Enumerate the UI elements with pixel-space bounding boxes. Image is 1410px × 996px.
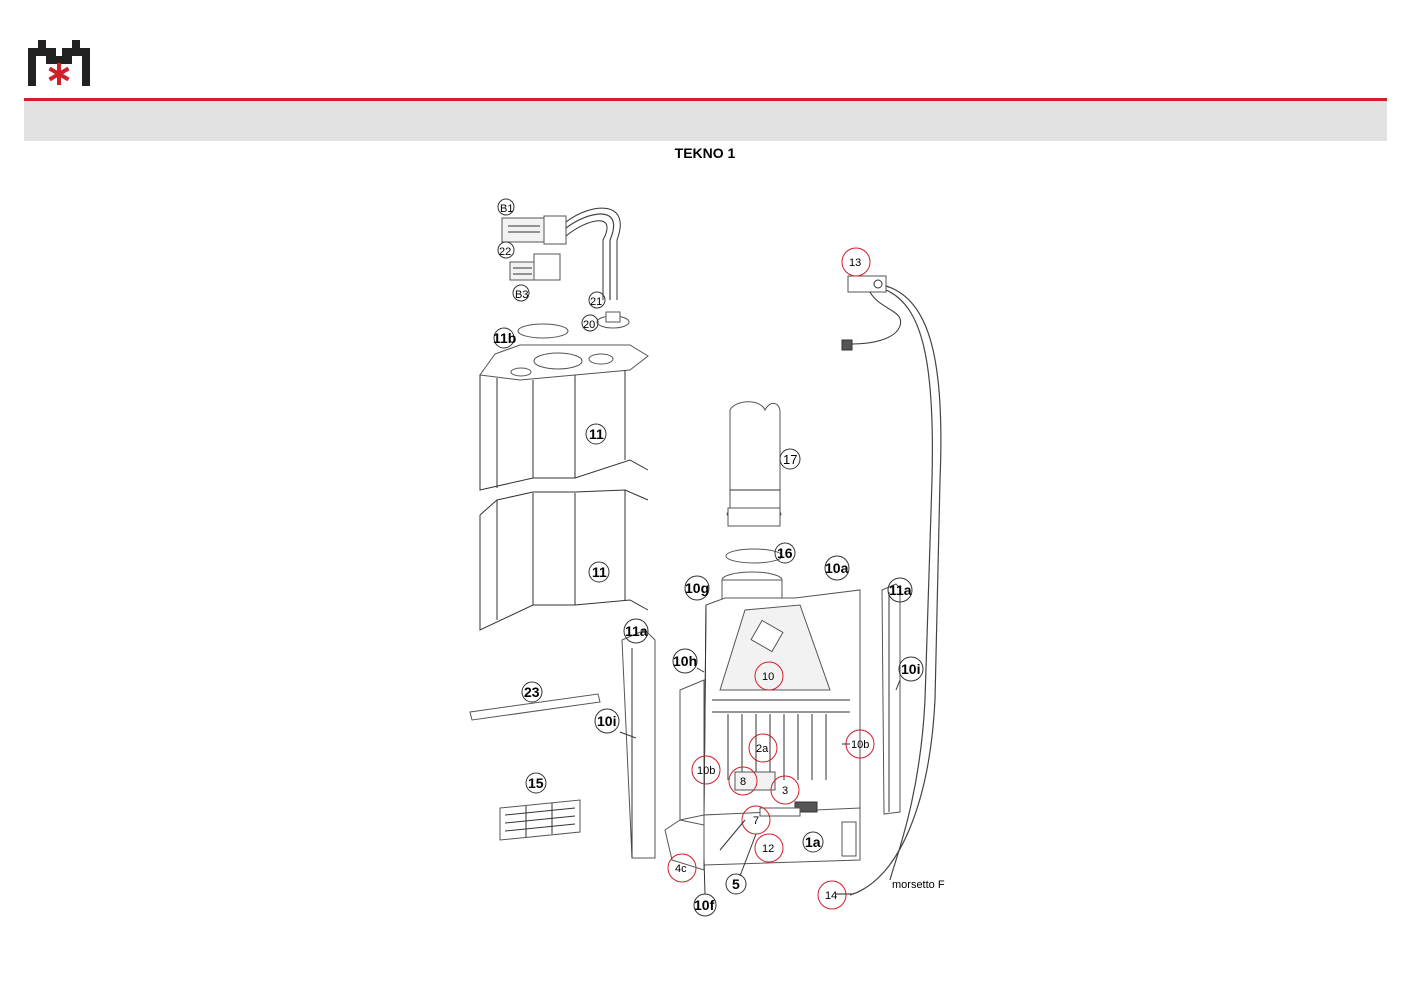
callout-10h: 10h [673,653,697,669]
callout-10: 10 [762,671,774,683]
firebox-grate-bars [727,714,827,780]
callout-10g: 10g [685,580,709,596]
callout-10b-left: 10b [697,765,715,777]
fireplace-body [664,571,861,871]
callout-11-upper: 11 [589,426,604,442]
front-bar [469,693,601,721]
callout-22: 22 [499,246,511,258]
callout-10i-left: 10i [597,713,616,729]
callout-11a-left: 11a [625,623,648,639]
cladding-panel-upper [479,370,649,491]
callout-21: 21 [590,296,602,308]
control-box [836,275,942,896]
callout-B1: B1 [500,203,513,215]
flue-pipe [725,401,783,564]
cladding-panel-lower [479,489,649,631]
page-title: TEKNO 1 [674,145,736,161]
callout-23: 23 [524,684,540,700]
callout-2a: 2a [756,743,769,755]
callout-14: 14 [825,890,837,902]
callout-13: 13 [849,257,861,269]
terminal-label: morsetto F [892,879,945,891]
callout-11b: 11b [493,330,516,346]
callout-17: 17 [783,452,797,467]
callout-10i-right: 10i [901,661,920,677]
side-strip-left [621,629,656,859]
side-strip-right [881,583,901,815]
callout-15: 15 [528,775,544,791]
callout-1a: 1a [805,834,821,850]
callout-5: 5 [732,876,740,892]
callout-11-lower: 11 [592,564,607,580]
callout-11a-right: 11a [889,582,912,598]
callout-10a: 10a [825,560,849,576]
callouts: B1 22 B3 21 20 11b 11 11 17 16 13 10a 10… [493,198,945,917]
leader-lines [619,667,901,895]
header-grey-band [24,101,1387,141]
callout-12: 12 [762,843,774,855]
header-red-rule [24,98,1387,101]
callout-7: 7 [753,815,759,827]
callout-10f: 10f [694,897,715,913]
air-vent-kit [501,207,630,329]
top-plate [479,323,649,381]
callout-16: 16 [777,545,793,561]
callout-B3: B3 [515,289,528,301]
callout-4c: 4c [675,863,687,875]
callout-3: 3 [782,785,788,797]
callout-8: 8 [740,776,746,788]
callout-20: 20 [583,319,595,331]
logo-icon [28,40,90,86]
ventilation-grille [499,799,581,841]
callout-10b-right: 10b [851,739,869,751]
